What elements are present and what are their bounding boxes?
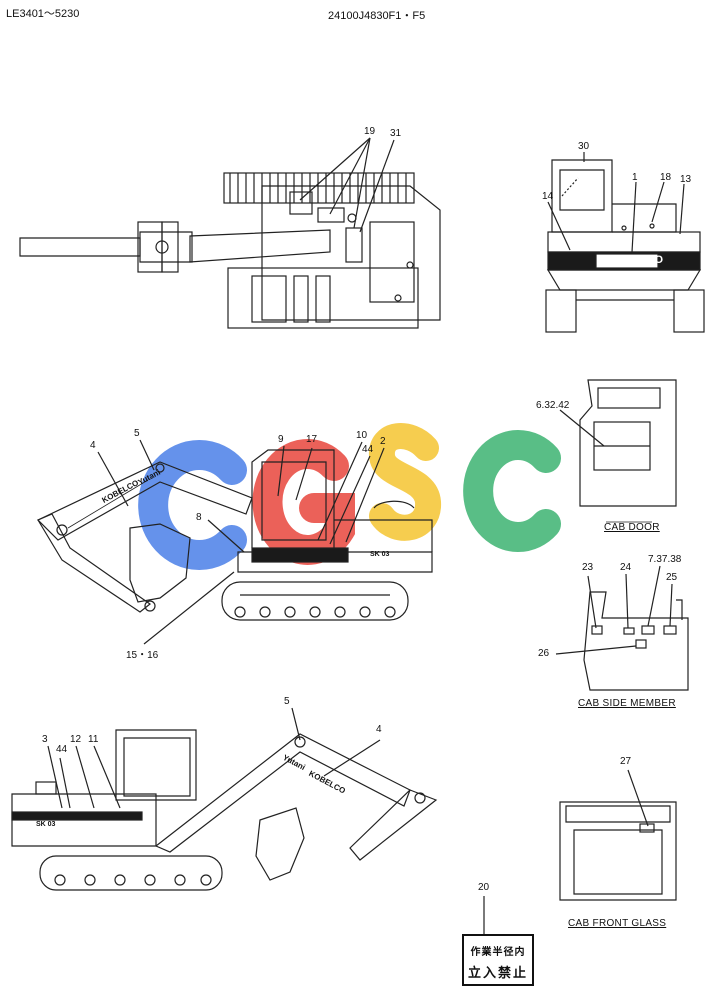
warning-sign: 作業半径内 立入禁止: [462, 934, 534, 986]
callout-17: 17: [306, 434, 318, 445]
callout-24: 24: [620, 562, 632, 573]
callout-25: 25: [666, 572, 678, 583]
callout-44-right: 44: [56, 744, 68, 755]
callout-31: 31: [390, 128, 402, 139]
callout-9: 9: [278, 434, 284, 445]
callout-27: 27: [620, 756, 632, 767]
callout-14: 14: [542, 191, 554, 202]
cab-side-member-title: CAB SIDE MEMBER: [578, 698, 676, 709]
rear-kobelco-decal: KOBELCO: [602, 254, 664, 266]
rear-view-excavator: [545, 159, 705, 333]
callout-8: 8: [196, 512, 202, 523]
callout-20: 20: [478, 882, 490, 893]
callout-4-left: 4: [90, 440, 96, 451]
part-number-label: 24100J4830F1・F5: [328, 10, 426, 22]
callout-1: 1: [632, 172, 638, 183]
watermark-c1: [138, 440, 247, 570]
callout-18: 18: [660, 172, 672, 183]
callout-12: 12: [70, 734, 82, 745]
side-view-left-excavator: [36, 449, 433, 621]
callout-23: 23: [582, 562, 594, 573]
watermark-c2: [463, 430, 561, 552]
top-view-excavator: [19, 172, 441, 329]
callout-5-right: 5: [284, 696, 290, 707]
callout-2: 2: [380, 436, 386, 447]
cab-door-view: [579, 379, 677, 507]
cgsc-watermark: [138, 423, 561, 570]
cab-front-glass-title: CAB FRONT GLASS: [568, 918, 667, 929]
warning-sign-line1: 作業半径内: [470, 947, 526, 958]
callout-7-37-38: 7.37.38: [648, 554, 682, 565]
cab-side-member-view: [583, 591, 689, 691]
callout-44-left: 44: [362, 444, 374, 455]
model-badge-left: SK 03: [370, 551, 390, 558]
callout-19: 19: [364, 126, 376, 137]
callout-4-right: 4: [376, 724, 382, 735]
callout-11: 11: [88, 734, 99, 745]
cab-door-title: CAB DOOR: [604, 522, 660, 533]
watermark-s: [369, 423, 441, 541]
callout-13: 13: [680, 174, 692, 185]
callout-5-left: 5: [134, 428, 140, 439]
cab-front-glass-view: [559, 801, 677, 901]
warning-sign-line2: 立入禁止: [467, 966, 528, 981]
model-range-label: LE3401～5230: [6, 8, 80, 20]
callout-26: 26: [538, 648, 550, 659]
callout-30: 30: [578, 141, 590, 152]
callout-6-32-42: 6.32.42: [536, 400, 570, 411]
callout-10: 10: [356, 430, 368, 441]
model-badge-right: SK 03: [36, 821, 56, 828]
side-view-right-excavator: [11, 729, 438, 891]
callout-3: 3: [42, 734, 48, 745]
watermark-g: [252, 439, 355, 565]
callout-15-16: 15・16: [126, 650, 159, 661]
